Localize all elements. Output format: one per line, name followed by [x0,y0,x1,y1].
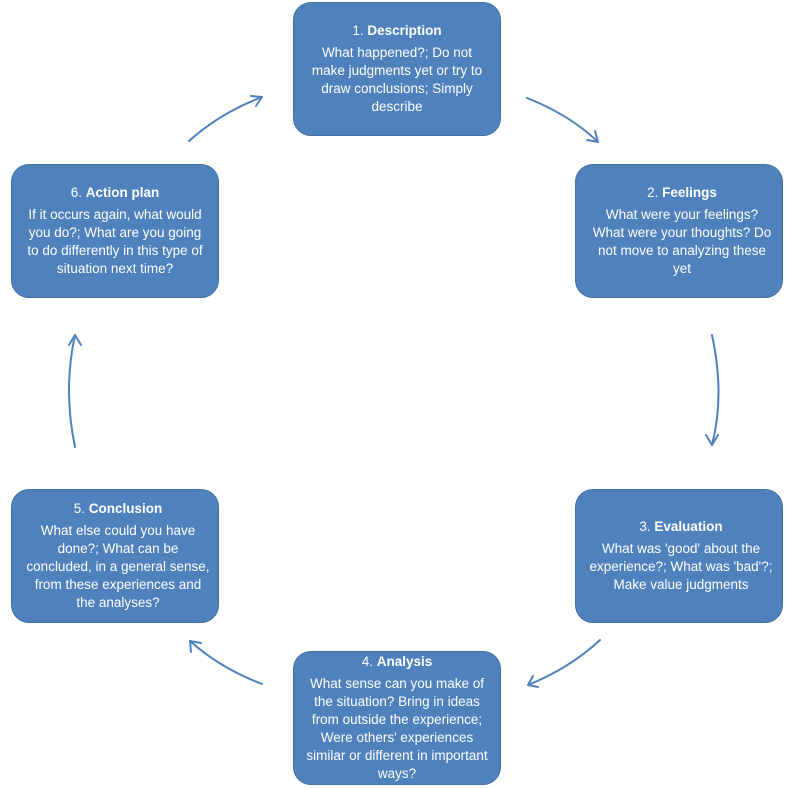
arrow-action-plan-to-description [188,96,263,142]
step-action-plan-box: 6. Action plan If it occurs again, what … [11,164,219,298]
arrow-evaluation-to-analysis-head [527,675,539,688]
step-number: 1. [352,23,364,38]
step-number: 3. [639,519,651,534]
arrow-conclusion-to-action-plan [68,334,76,448]
step-text: If it occurs again, what would you do?; … [27,207,203,276]
step-text: What happened?; Do not make judgments ye… [311,45,483,114]
step-text: What sense can you make of the situation… [306,676,488,781]
step-number: 4. [361,654,373,669]
step-text: What were your feelings? What were your … [592,207,772,276]
step-title: Action plan [85,185,160,200]
arrow-conclusion-to-action-plan-head [68,334,82,346]
step-description-box: 1. Description What happened?; Do not ma… [293,2,501,136]
step-title: Feelings [662,185,717,200]
step-number: 5. [73,501,85,516]
arrow-feelings-to-evaluation [711,334,720,446]
step-feelings-box: 2. Feelings What were your feelings? Wha… [575,164,783,298]
arrow-action-plan-to-description-head [250,95,263,107]
step-title: Analysis [376,654,433,669]
step-number: 6. [70,185,82,200]
arrow-analysis-to-conclusion-head [189,640,202,653]
arrow-evaluation-to-analysis [527,639,601,686]
step-number: 2. [647,185,659,200]
step-text: What was 'good' about the experience?; W… [589,541,773,592]
step-text: What else could you have done?; What can… [26,523,210,610]
step-title: Description [367,23,442,38]
step-conclusion-box: 5. Conclusion What else could you have d… [11,489,219,623]
step-title: Evaluation [654,519,723,534]
arrow-description-to-feelings [526,97,599,143]
step-analysis-box: 4. Analysis What sense can you make of t… [293,651,501,785]
step-evaluation-box: 3. Evaluation What was 'good' about the … [575,489,783,623]
arrow-description-to-feelings-head [586,130,599,143]
arrow-analysis-to-conclusion [189,640,263,685]
step-title: Conclusion [88,501,163,516]
arrow-feelings-to-evaluation-head [705,434,719,446]
